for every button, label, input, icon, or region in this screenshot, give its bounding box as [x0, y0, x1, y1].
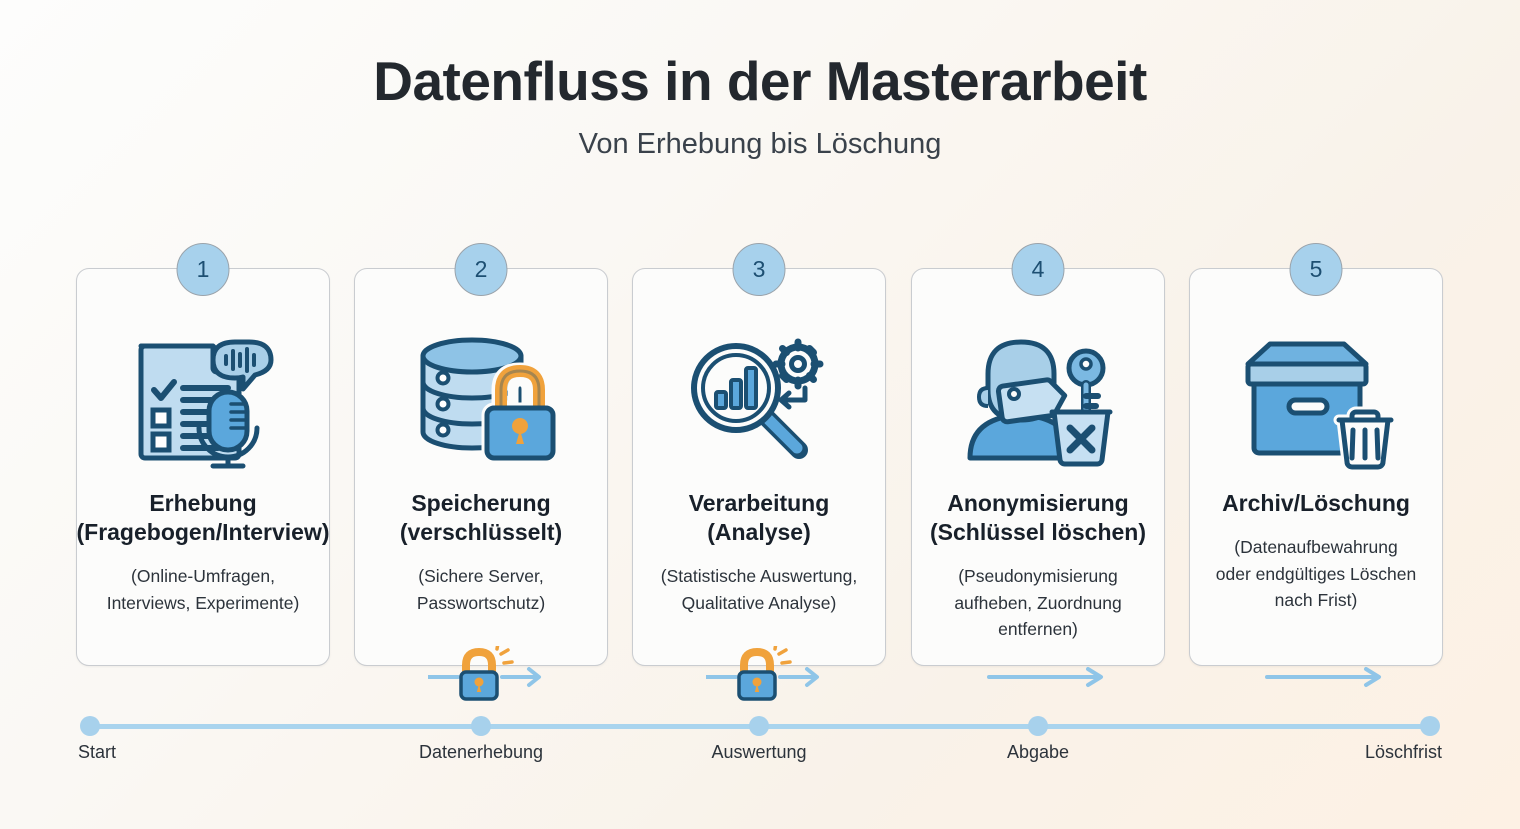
- step-title-2: Speicherung (verschlüsselt): [399, 490, 563, 545]
- step-title-4: Anonymisierung (Schlüssel löschen): [929, 490, 1146, 545]
- timeline-label-datenerhebung: Datenerhebung: [418, 742, 544, 762]
- header: Datenfluss in der Masterarbeit Von Erheb…: [0, 50, 1520, 161]
- magnifier-barchart-gear-icon: [633, 311, 885, 489]
- step-title-5: Archiv/Löschung: [1222, 490, 1410, 516]
- page-subtitle: Von Erhebung bis Löschung: [578, 128, 942, 161]
- process-step-card-2[interactable]: 2: [354, 243, 608, 666]
- step-number-badge-1: 1: [176, 243, 230, 296]
- connector-4-5: [1263, 646, 1385, 708]
- person-tag-key-trash-icon: [912, 311, 1164, 489]
- arrow-right-icon: [500, 667, 541, 687]
- arrow-right-icon: [987, 667, 1103, 687]
- process-flow: 1: [76, 243, 1444, 701]
- step-number-badge-2: 2: [454, 243, 508, 296]
- padlock-icon: [737, 647, 777, 701]
- connector-2-3: [706, 646, 824, 708]
- step-desc-5: (Datenaufbewahrung oder endgültiges Lösc…: [1215, 536, 1417, 611]
- timeline-label-loeschfrist: Löschfrist: [1364, 742, 1442, 762]
- archive-box-trash-icon: [1190, 311, 1442, 489]
- database-lock-icon: [355, 311, 607, 489]
- connector-1-2: [428, 646, 546, 708]
- step-number-badge-4: 4: [1011, 243, 1065, 296]
- timeline-dot-icon: [1420, 716, 1440, 736]
- arrow-right-icon: [1265, 667, 1381, 687]
- process-step-card-3[interactable]: 3: [632, 243, 886, 666]
- form-microphone-speech-icon: [77, 311, 329, 489]
- step-title-3: Verarbeitung (Analyse): [688, 490, 830, 545]
- timeline: Start Datenerhebung Auswertung Abgabe Lö…: [76, 708, 1444, 788]
- timeline-dot-icon: [80, 716, 100, 736]
- arrow-right-icon: [778, 667, 819, 687]
- timeline-label-abgabe: Abgabe: [1006, 742, 1070, 762]
- timeline-dot-icon: [471, 716, 491, 736]
- timeline-label-auswertung: Auswertung: [711, 742, 807, 762]
- step-desc-3: (Statistische Auswertung, Qualitative An…: [660, 565, 858, 613]
- page-title: Datenfluss in der Masterarbeit: [373, 50, 1147, 112]
- process-step-card-5[interactable]: 5: [1189, 243, 1443, 666]
- step-desc-4: (Pseudonymisierung aufheben, Zuordnung e…: [954, 565, 1122, 640]
- step-title-1: Erhebung (Fragebogen/Interview): [76, 490, 330, 545]
- connector-3-4: [985, 646, 1107, 708]
- sparkle-icon: [495, 646, 514, 665]
- step-desc-2: (Sichere Server, Passwortschutz): [416, 565, 546, 613]
- step-desc-1: (Online-Umfragen, Interviews, Experiment…: [106, 565, 300, 613]
- step-number-badge-3: 3: [732, 243, 786, 296]
- process-step-card-1[interactable]: 1: [76, 243, 330, 666]
- timeline-label-start: Start: [78, 742, 117, 762]
- step-number-badge-5: 5: [1289, 243, 1343, 296]
- process-step-card-4[interactable]: 4: [911, 243, 1165, 666]
- sparkle-icon: [773, 646, 792, 665]
- timeline-dot-icon: [749, 716, 769, 736]
- padlock-icon: [459, 647, 499, 701]
- timeline-dot-icon: [1028, 716, 1048, 736]
